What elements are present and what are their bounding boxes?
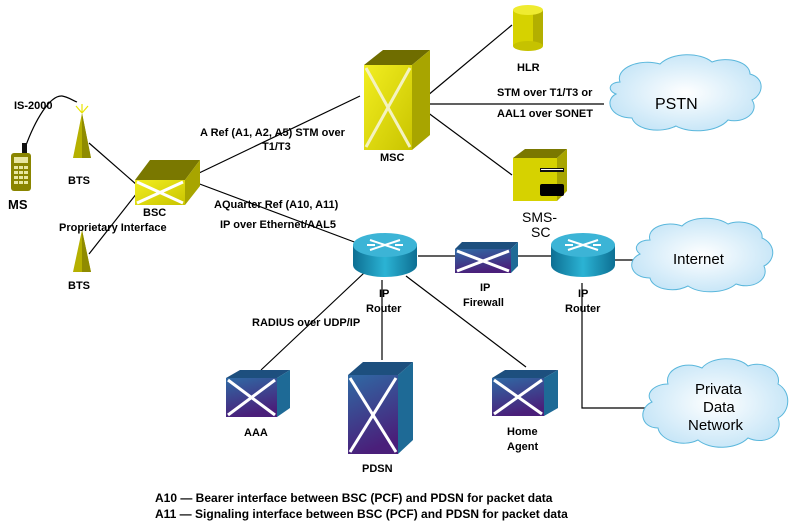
ip-router-left-label-line1: IP xyxy=(379,288,390,300)
ip-firewall-label-line1: IP xyxy=(480,282,491,294)
link-router-private-network xyxy=(581,283,650,409)
link-bsc-router xyxy=(196,182,358,244)
link-bsc-msc xyxy=(196,95,361,175)
pstn-cloud-icon xyxy=(609,54,762,132)
bsc-label: BSC xyxy=(143,207,167,219)
pstn-link-label-line2: AAL1 over SONET xyxy=(497,108,593,120)
home-agent-server-icon xyxy=(492,370,558,416)
hlr-database-icon xyxy=(513,5,543,51)
private-network-label-line2: Data xyxy=(703,399,735,416)
link-msc-smssc xyxy=(426,111,513,176)
proprietary-interface-label: Proprietary Interface xyxy=(59,222,167,234)
link-msc-hlr xyxy=(426,24,513,97)
link-router-homeagent xyxy=(405,275,527,368)
bts-tower-icon xyxy=(73,104,91,158)
bts-top-label: BTS xyxy=(68,175,90,187)
ip-router-left-label-line2: Router xyxy=(366,303,402,315)
legend-a10: A10 — Bearer interface between BSC (PCF)… xyxy=(155,491,553,505)
hlr-label: HLR xyxy=(517,62,540,74)
msc-label: MSC xyxy=(380,152,405,164)
pstn-label: PSTN xyxy=(655,96,698,113)
is-2000-link-label: IS-2000 xyxy=(14,100,53,112)
aaa-label: AAA xyxy=(244,427,268,439)
home-agent-label-line2: Agent xyxy=(507,441,539,453)
bts-bottom-label: BTS xyxy=(68,280,90,292)
ip-router-right-icon xyxy=(551,233,615,277)
ip-router-right-label-line1: IP xyxy=(578,288,589,300)
private-network-label-line1: Privata xyxy=(695,381,742,398)
pdsn-server-icon xyxy=(348,362,413,454)
bts-tower-icon xyxy=(73,230,91,272)
link-bts-top-bsc xyxy=(88,142,138,186)
internet-cloud-icon xyxy=(631,217,774,293)
msc-switch-icon xyxy=(364,50,430,150)
link-router-aaa xyxy=(260,272,365,371)
a-ref-label-line1: A Ref (A1, A2, A5) STM over xyxy=(200,127,345,139)
ip-firewall-icon xyxy=(455,242,518,273)
ip-router-right-label-line2: Router xyxy=(565,303,601,315)
sms-sc-label-line2: SC xyxy=(531,224,551,240)
aquarter-ref-label-line2: IP over Ethernet/AAL5 xyxy=(220,219,336,231)
legend-a11: A11 — Signaling interface between BSC (P… xyxy=(155,507,568,521)
ip-firewall-label-line2: Firewall xyxy=(463,297,504,309)
ms-label: MS xyxy=(8,197,28,212)
private-network-cloud-icon xyxy=(642,358,789,448)
sms-sc-label-line1: SMS- xyxy=(522,209,557,225)
aaa-server-icon xyxy=(226,370,290,417)
home-agent-label-line1: Home xyxy=(507,426,538,438)
radius-link-label: RADIUS over UDP/IP xyxy=(252,317,361,329)
sms-sc-server-icon xyxy=(513,149,567,201)
internet-label: Internet xyxy=(673,251,724,268)
ip-router-left-icon xyxy=(353,233,417,277)
link-bts-bottom-bsc xyxy=(88,192,138,255)
private-network-label-line3: Network xyxy=(688,417,744,434)
pdsn-label: PDSN xyxy=(362,463,393,475)
pstn-link-label-line1: STM over T1/T3 or xyxy=(497,87,593,99)
link-ms-bts xyxy=(24,95,78,149)
links xyxy=(24,24,650,409)
a-ref-label-line2: T1/T3 xyxy=(262,141,291,153)
bsc-switch-icon xyxy=(135,160,200,205)
aquarter-ref-label-line1: AQuarter Ref (A10, A11) xyxy=(214,199,339,211)
ms-phone-icon xyxy=(11,143,31,191)
